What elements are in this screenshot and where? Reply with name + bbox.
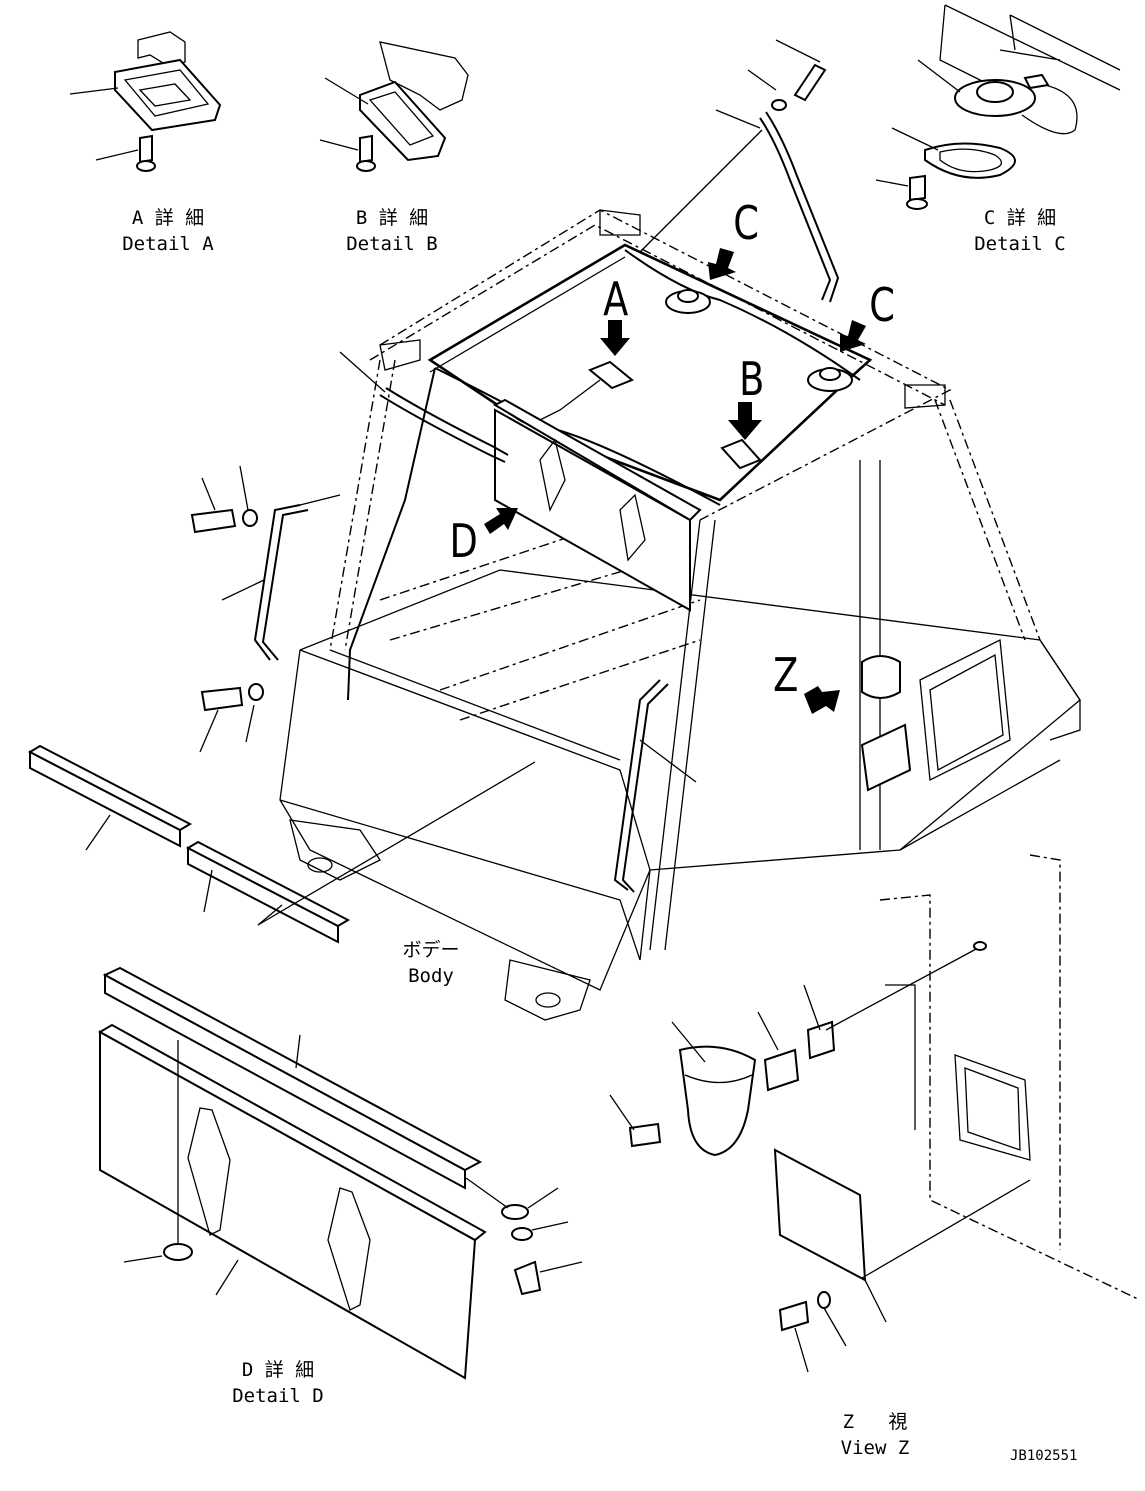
left-grab-handle [190,465,341,753]
upper-left-bar [339,351,509,463]
detail-a-figure [69,31,222,172]
detail-b-label-en: Detail B [346,233,438,255]
drawing-code: JB102551 [1010,1448,1078,1464]
arrow-z-icon [804,686,840,714]
body-label-en: Body [408,965,454,987]
sun-visor-on-cab [492,398,702,612]
detail-a-label-ja: A 詳 細 [131,207,205,229]
view-z-label-ja: Z 視 [842,1411,908,1433]
floor-mats [27,744,536,944]
roof-lamps [588,289,853,470]
marker-a: A [603,272,629,326]
arrow-d-icon [484,508,518,534]
detail-d-label-ja: D 詳 細 [241,1359,315,1381]
marker-c-upper: C [733,196,759,250]
marker-z: Z [773,648,799,702]
view-z-figure [609,854,1141,1373]
detail-d-label-en: Detail D [232,1385,324,1407]
body-label-ja: ボデー [402,939,460,961]
detail-c-label-en: Detail C [974,233,1066,255]
arrow-c-upper-icon [708,248,736,280]
detail-d-figure [97,966,583,1380]
detail-b-figure [319,41,469,172]
cab-body [279,209,1081,1021]
arrow-c-lower-icon [840,320,866,352]
roof-handrail [639,39,840,303]
marker-b: B [739,352,765,406]
detail-a-label-en: Detail A [122,233,214,255]
marker-d: D [449,514,478,568]
view-z-label-en: View Z [840,1437,910,1459]
locator-arrows [484,248,866,714]
detail-c-label-ja: C 詳 細 [983,207,1057,229]
right-grab-handle [613,679,697,893]
marker-c-lower: C [869,278,895,332]
detail-b-label-ja: B 詳 細 [355,207,429,229]
detail-c-figure [875,4,1121,210]
arrow-a-icon [600,320,630,356]
arrow-b-icon [728,402,762,440]
